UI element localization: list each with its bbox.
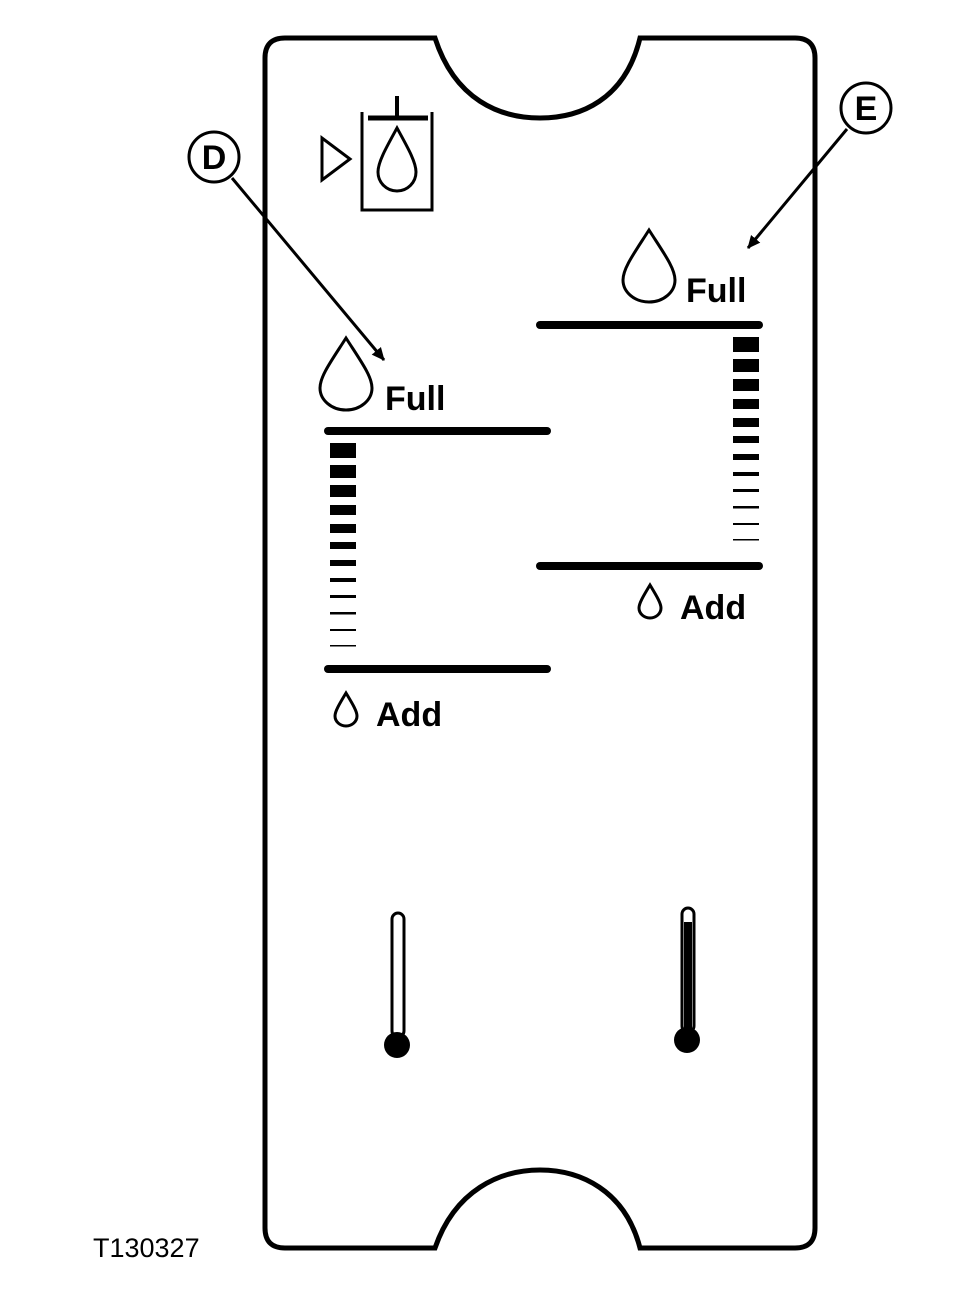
reservoir-icon	[320, 96, 434, 212]
left-level-ticks	[330, 443, 356, 647]
callout-e-label: E	[855, 90, 878, 128]
dipstick-outline	[262, 35, 818, 1251]
left-full-label: Full	[385, 380, 445, 418]
thermometer-hot-icon	[674, 906, 700, 1053]
right-level-ticks	[733, 337, 759, 541]
thermometer-cold-icon	[384, 911, 410, 1058]
callout-d: D	[187, 130, 386, 361]
right-add-label: Add	[680, 589, 746, 627]
oil-drop-small-icon	[637, 582, 663, 620]
right-full-label: Full	[686, 272, 746, 310]
callout-d-label: D	[202, 139, 227, 177]
left-add-label: Add	[376, 696, 442, 734]
figure-id: T130327	[93, 1233, 200, 1263]
left-gauge: Full Add	[318, 335, 551, 734]
callout-e: E	[746, 81, 893, 249]
oil-drop-small-icon	[333, 690, 359, 728]
oil-drop-icon	[621, 227, 677, 304]
right-gauge: Full Add	[536, 227, 763, 627]
oil-drop-icon	[318, 335, 374, 412]
